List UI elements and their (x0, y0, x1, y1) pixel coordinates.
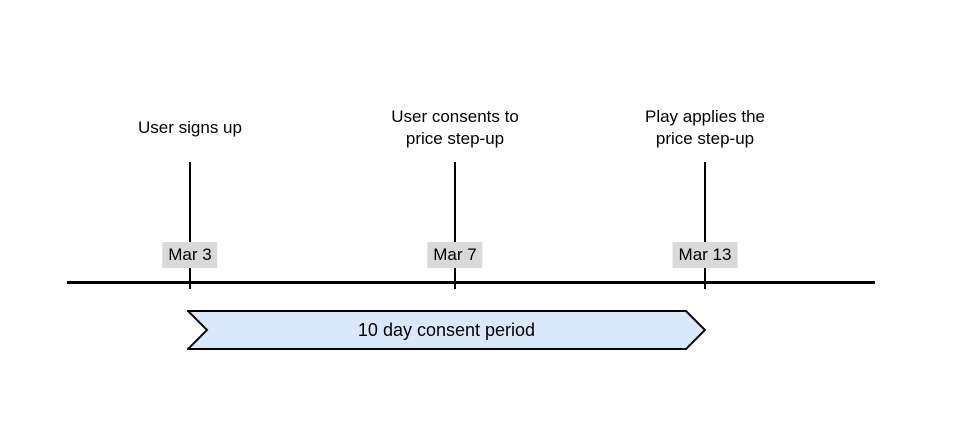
event-label-line: User consents to (391, 107, 519, 126)
event-label-line: price step-up (405, 129, 505, 148)
event-tick-line (189, 162, 191, 289)
timeline-axis (67, 281, 875, 284)
event-label: User consents to price step-up (305, 96, 605, 160)
event-tick-line (704, 162, 706, 289)
event-date-badge: Mar 7 (427, 242, 483, 268)
consent-period-label: 10 day consent period (357, 319, 536, 340)
event-label-line: price step-up (655, 129, 755, 148)
event-label-line: Play applies the (644, 107, 766, 126)
event-label: User signs up (40, 96, 340, 160)
event-label-line: User signs up (138, 118, 242, 137)
event-date-badge: Mar 3 (162, 242, 218, 268)
event-date-badge: Mar 13 (672, 242, 738, 268)
event-label: Play applies the price step-up (555, 96, 855, 160)
consent-period-banner: 10 day consent period (187, 310, 706, 350)
event-tick-line (454, 162, 456, 289)
consent-period-arrow-shape (187, 310, 706, 350)
